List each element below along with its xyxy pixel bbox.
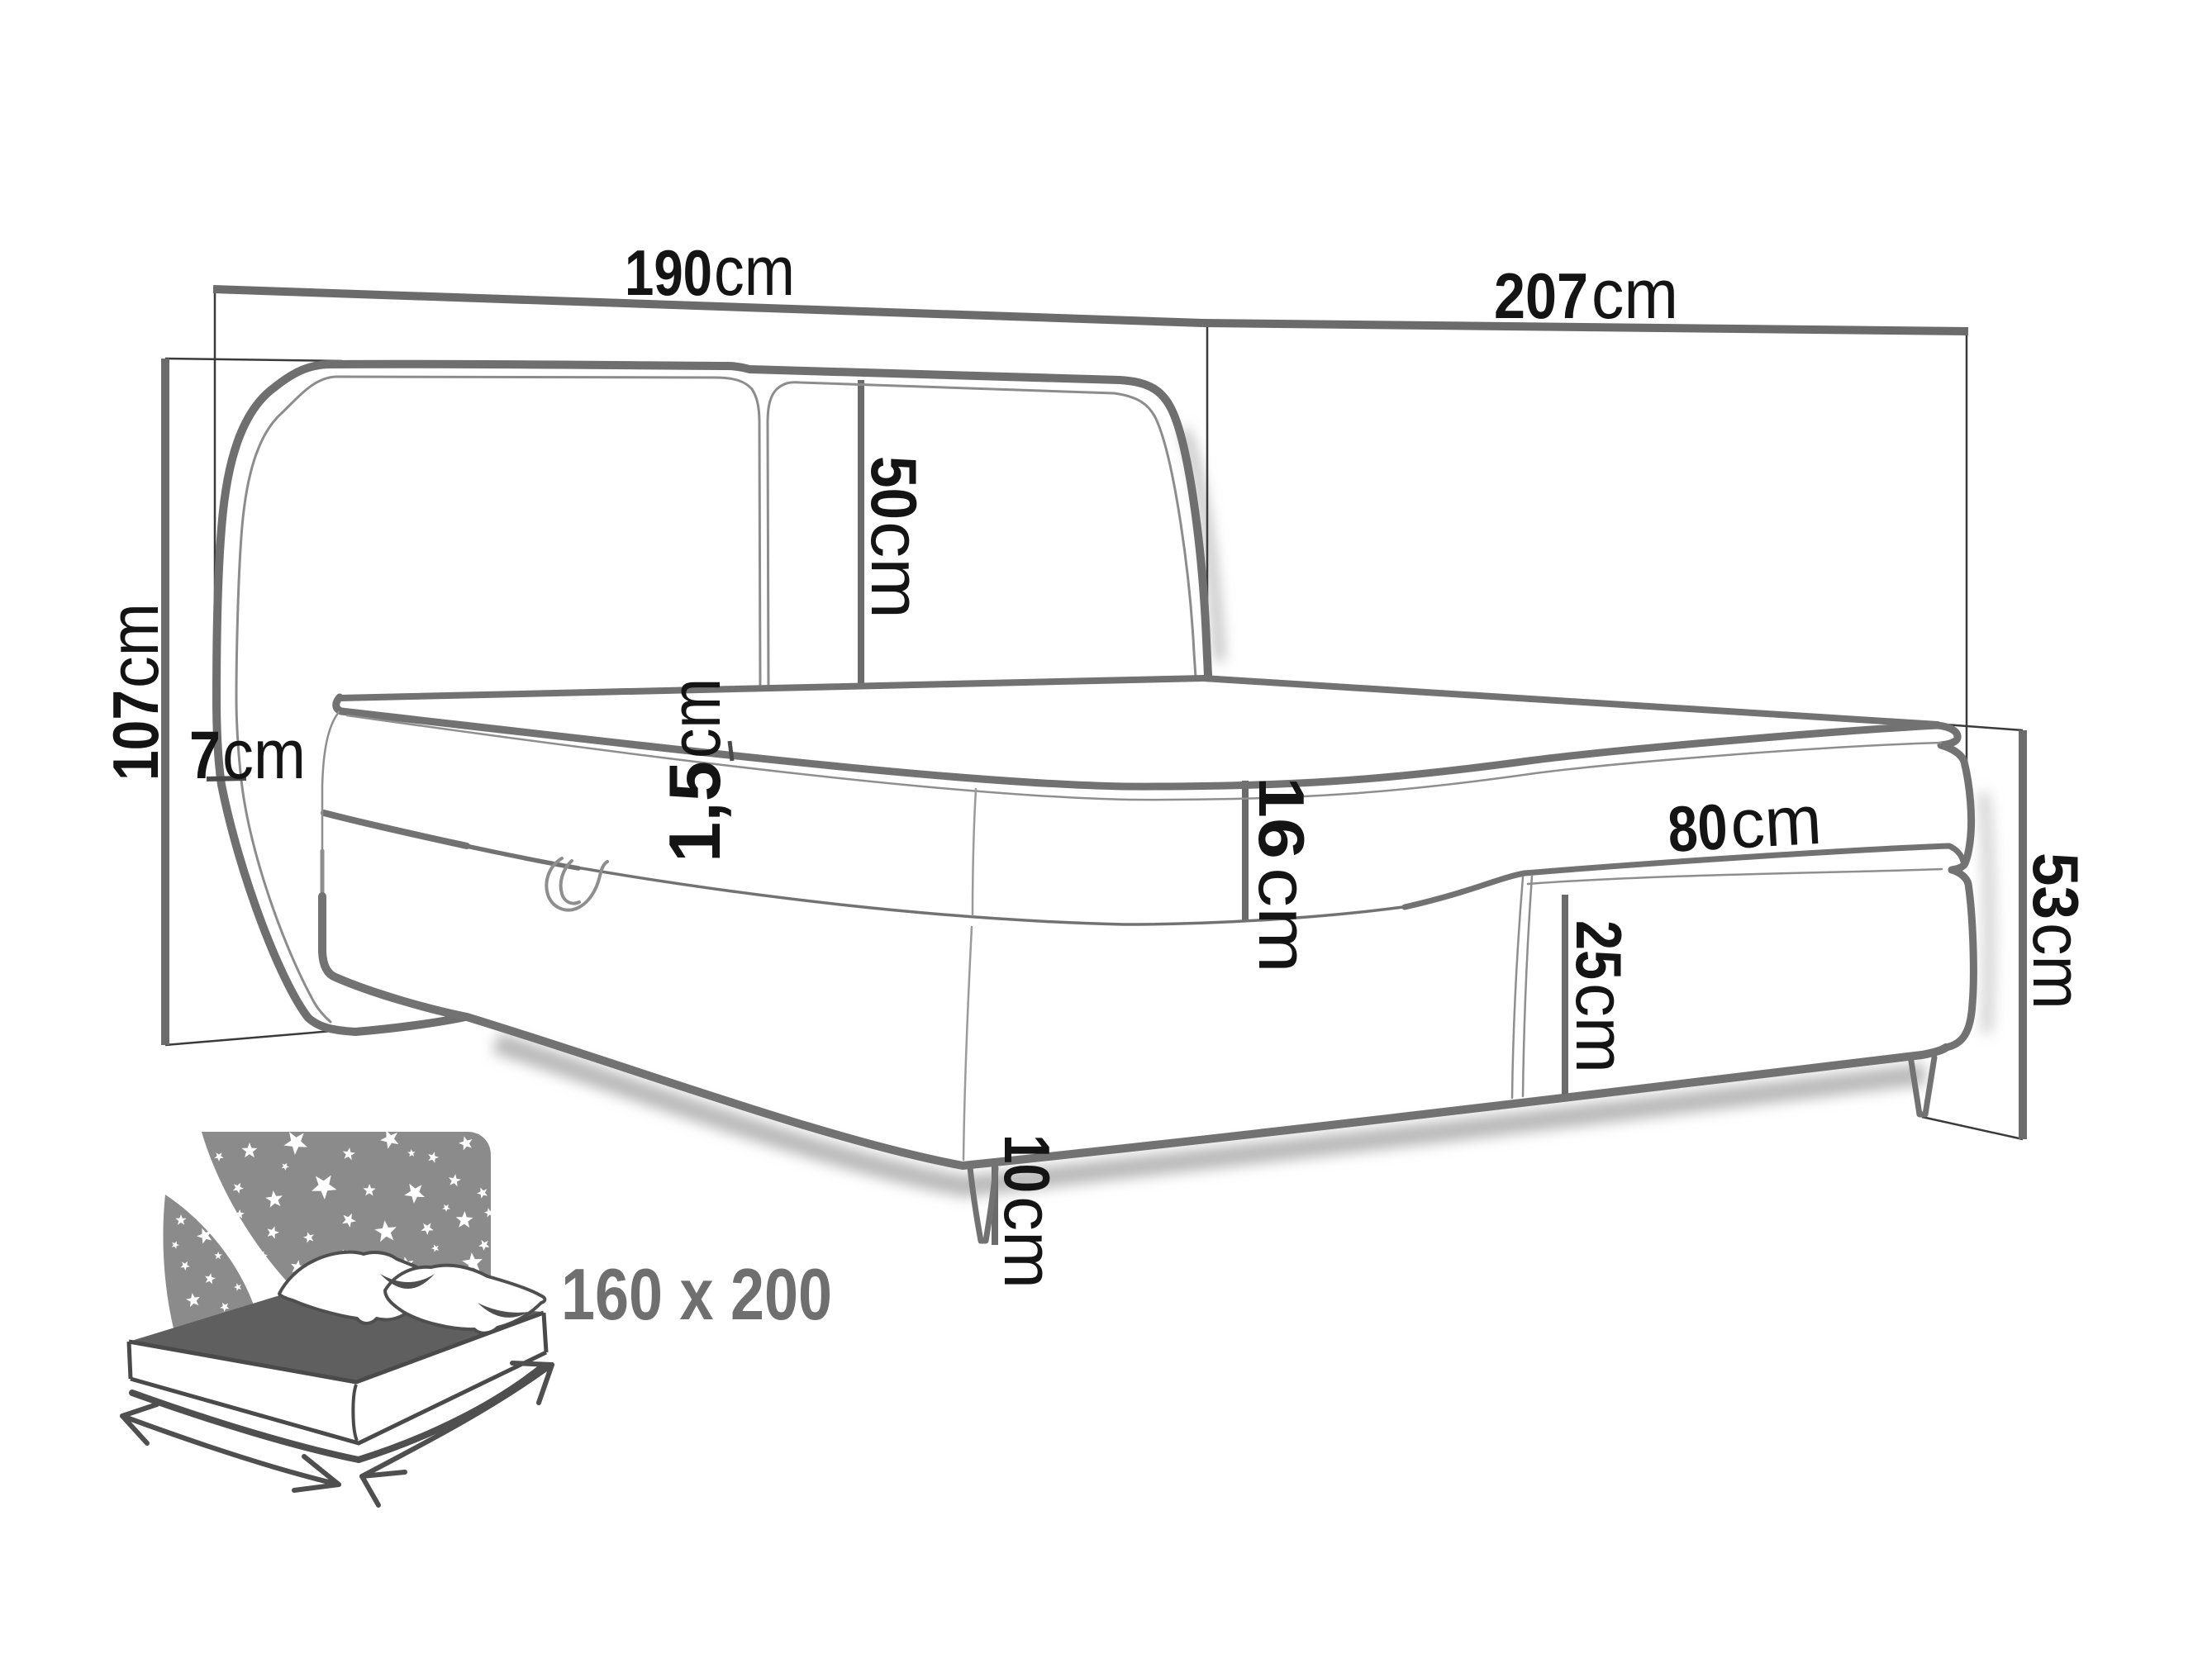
svg-text:25: 25 (1563, 920, 1635, 980)
svg-text:53: 53 (2019, 853, 2092, 919)
svg-text:cm: cm (1244, 867, 1322, 973)
svg-text:cm: cm (714, 232, 795, 310)
svg-text:cm: cm (990, 1196, 1068, 1289)
svg-text:7: 7 (189, 718, 221, 793)
svg-text:cm: cm (1591, 255, 1678, 333)
svg-text:207: 207 (1494, 259, 1588, 332)
svg-text:cm: cm (1562, 983, 1639, 1073)
svg-text:1,5: 1,5 (654, 761, 735, 862)
svg-text:107: 107 (99, 690, 172, 781)
svg-text:cm: cm (656, 678, 735, 758)
svg-text:190: 190 (625, 236, 712, 309)
svg-text:cm: cm (1729, 781, 1824, 863)
svg-text:cm: cm (222, 715, 306, 793)
svg-text:50: 50 (858, 456, 930, 520)
svg-text:cm: cm (95, 603, 173, 688)
svg-text:cm: cm (857, 521, 935, 619)
svg-text:80: 80 (1666, 790, 1729, 866)
svg-text:160 x 200: 160 x 200 (561, 1253, 832, 1335)
svg-text:16: 16 (1245, 777, 1318, 859)
svg-text:cm: cm (2019, 923, 2096, 1010)
svg-text:10: 10 (991, 1134, 1063, 1193)
